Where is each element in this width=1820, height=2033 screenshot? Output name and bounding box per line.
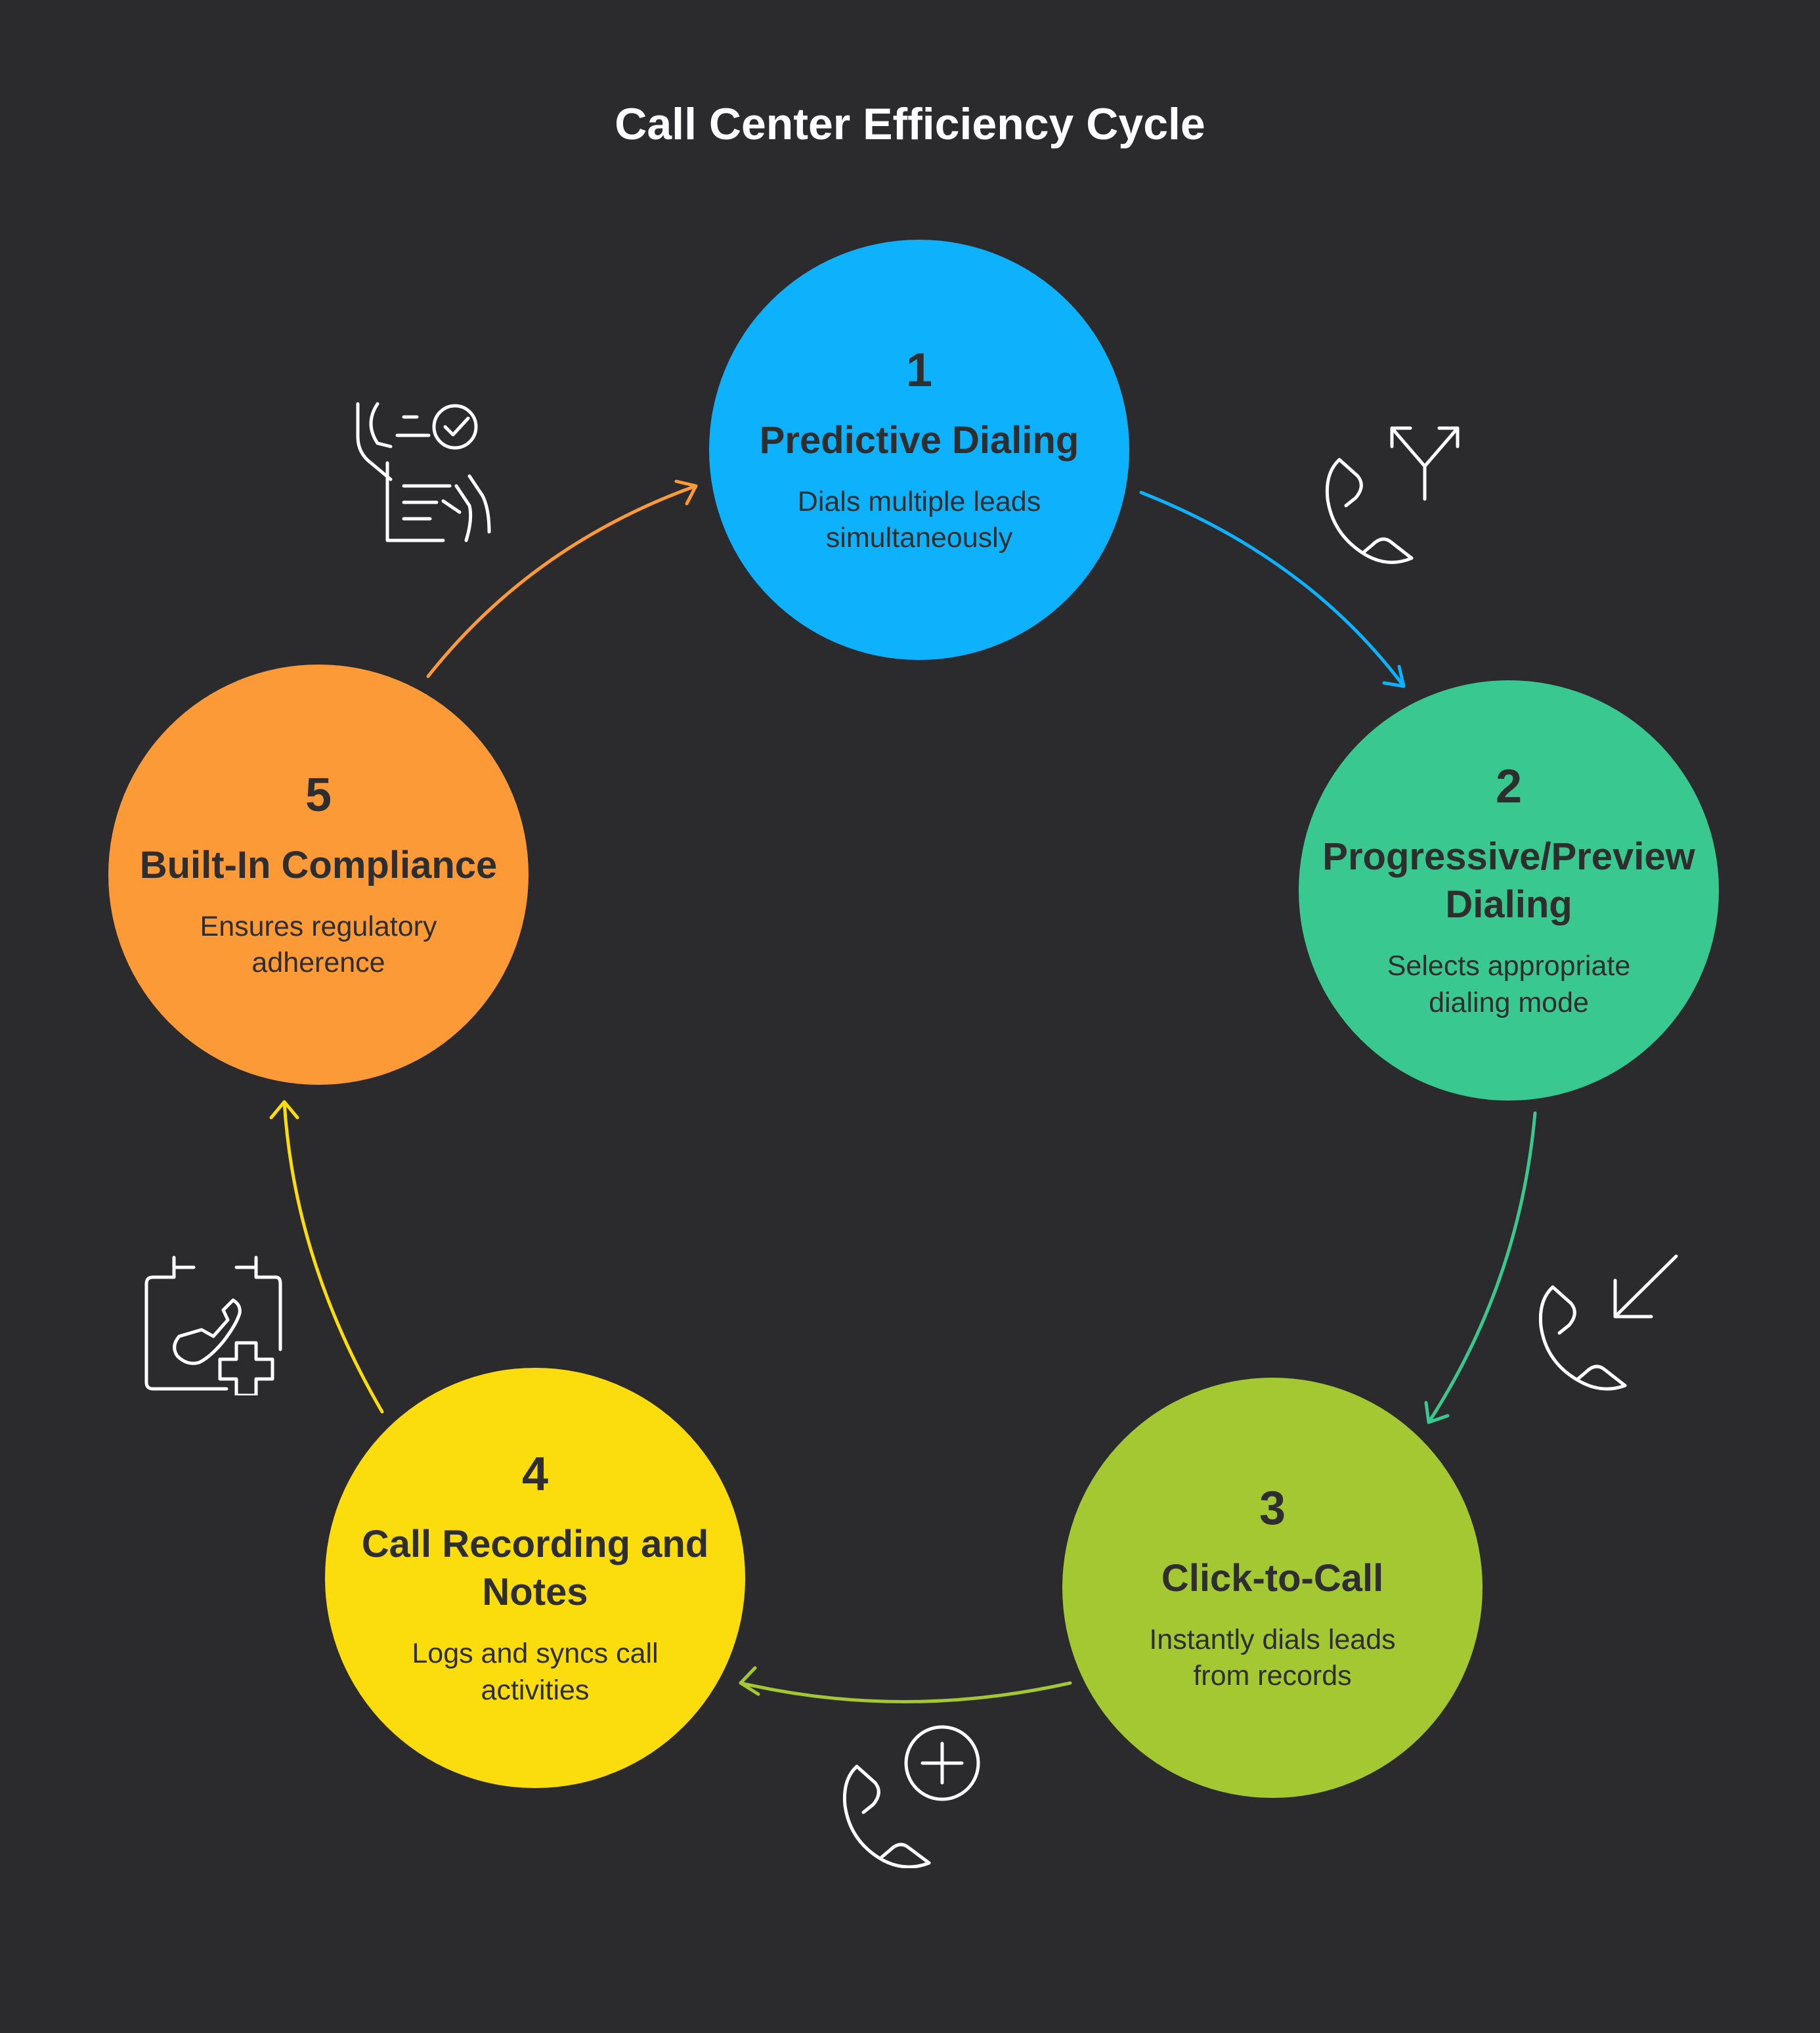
step-description: Instantly dials leads from records	[1149, 1624, 1396, 1692]
step-node-2: 2 Progressive/Preview Dialing Selects ap…	[1299, 680, 1719, 1101]
phone-incoming-icon	[1538, 1254, 1678, 1391]
phone-outgoing-split-icon	[1325, 426, 1460, 564]
diagram-title: Call Center Efficiency Cycle	[615, 99, 1205, 149]
step-heading: Click-to-Call	[1161, 1556, 1384, 1600]
step-heading: Progressive/Preview Dialing	[1322, 835, 1695, 926]
arrow-3-to-4	[739, 1666, 1072, 1703]
arrow-1-to-2	[1139, 491, 1406, 688]
step-heading: Call Recording and Notes	[361, 1523, 709, 1613]
arrow-5-to-1	[426, 479, 698, 678]
arrow-2-to-3	[1424, 1111, 1537, 1424]
step-node-1: 1 Predictive Dialing Dials multiple lead…	[709, 240, 1129, 660]
step-number: 1	[905, 343, 933, 397]
calendar-phone-add-icon	[144, 1256, 282, 1395]
step-description: Logs and syncs call activities	[412, 1638, 659, 1706]
step-heading: Built-In Compliance	[139, 843, 498, 886]
arrow-4-to-5	[269, 1100, 384, 1414]
phone-add-icon	[842, 1725, 980, 1868]
step-number: 3	[1259, 1481, 1286, 1535]
document-checklist-hands-icon	[356, 402, 491, 542]
step-node-4: 4 Call Recording and Notes Logs and sync…	[325, 1368, 745, 1788]
step-description: Dials multiple leads simultaneously	[797, 486, 1041, 554]
step-description: Ensures regulatory adherence	[200, 911, 437, 979]
step-node-3: 3 Click-to-Call Instantly dials leads fr…	[1062, 1378, 1483, 1798]
step-node-5: 5 Built-In Compliance Ensures regulatory…	[108, 665, 529, 1085]
step-number: 4	[521, 1448, 549, 1501]
step-number: 5	[305, 768, 332, 821]
step-description: Selects appropriate dialing mode	[1387, 950, 1631, 1018]
step-number: 2	[1495, 760, 1523, 814]
step-heading: Predictive Dialing	[759, 418, 1079, 462]
